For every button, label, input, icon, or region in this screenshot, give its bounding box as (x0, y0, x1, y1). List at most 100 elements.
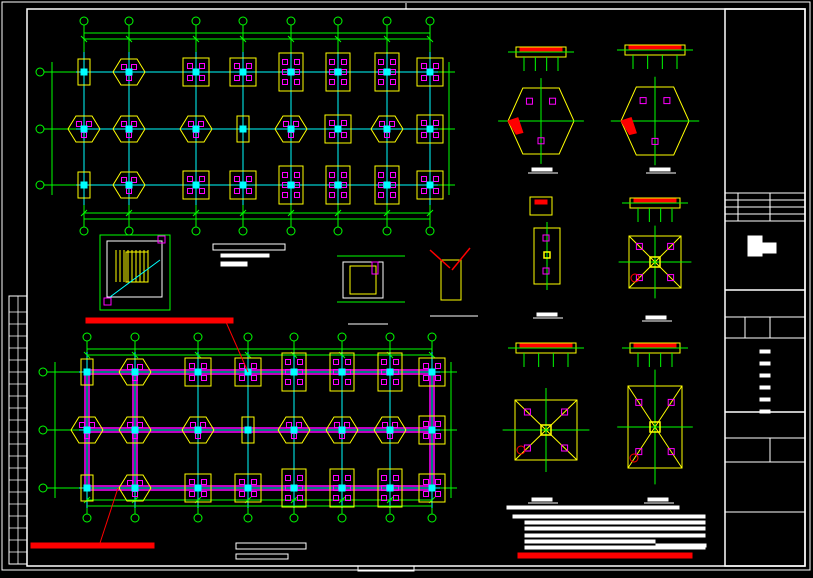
pile (333, 359, 339, 365)
pile (329, 79, 335, 85)
dim-tick (334, 35, 342, 43)
pile (542, 267, 550, 275)
pile (127, 422, 133, 428)
pile (201, 363, 207, 369)
pile (296, 422, 302, 428)
column (83, 426, 91, 434)
title-field (759, 373, 771, 378)
axis-bubble (193, 513, 203, 523)
pile (435, 491, 441, 497)
pile (423, 421, 429, 427)
pile (635, 274, 643, 282)
pile (297, 359, 303, 365)
pile (345, 475, 351, 481)
column (426, 68, 434, 76)
hex-footing (67, 115, 101, 143)
column (428, 368, 436, 376)
cap-top (519, 47, 563, 52)
hex-footing (179, 115, 213, 143)
column (194, 484, 202, 492)
axis-bubble (79, 16, 89, 26)
axis-bubble (130, 332, 140, 342)
rect-footing (374, 165, 400, 205)
dim-tick (290, 496, 298, 504)
axis-bubble (238, 226, 248, 236)
pile (127, 364, 133, 370)
pile (79, 422, 85, 428)
rect-footing (278, 165, 304, 205)
axis-bubble (337, 513, 347, 523)
cap-top (633, 198, 677, 203)
pile (435, 421, 441, 427)
pile (435, 375, 441, 381)
dim-tick (83, 351, 91, 359)
column (287, 125, 295, 133)
pile (639, 97, 647, 105)
column (80, 125, 88, 133)
pile (435, 363, 441, 369)
highlight-bar (85, 317, 234, 324)
axis-bubble (35, 67, 45, 77)
pile (344, 422, 350, 428)
dim-tick (80, 209, 88, 217)
axis-bubble (193, 332, 203, 342)
detail-caption (536, 312, 558, 317)
pile (329, 192, 335, 198)
pile-rebar (451, 247, 471, 271)
pile (297, 379, 303, 385)
pile (121, 64, 127, 70)
dim-tick (125, 209, 133, 217)
axis-bubble (289, 332, 299, 342)
pile (76, 121, 82, 127)
hatch (516, 445, 526, 455)
pile (537, 137, 545, 145)
note-line (524, 539, 656, 544)
pile (345, 495, 351, 501)
middle-details (99, 234, 478, 325)
pile (187, 176, 193, 182)
title-field (759, 385, 771, 390)
bottom-tab (357, 565, 415, 572)
square-footing (418, 473, 446, 503)
column (334, 68, 342, 76)
pile (201, 491, 207, 497)
axis-bubble (38, 483, 48, 493)
pile (297, 495, 303, 501)
pile (329, 132, 335, 138)
dim-tick (194, 351, 202, 359)
column (290, 484, 298, 492)
pile (390, 172, 396, 178)
column (290, 426, 298, 434)
detail-caption (531, 497, 553, 502)
hex-footing (373, 416, 407, 444)
pile (635, 448, 643, 456)
column (125, 68, 133, 76)
note-line (512, 514, 706, 519)
pile (667, 398, 675, 406)
foundation-plan-bottom (30, 317, 457, 560)
pile (435, 479, 441, 485)
pile (651, 137, 659, 145)
column (543, 251, 551, 259)
pile (246, 176, 252, 182)
column (383, 125, 391, 133)
notes-block (357, 505, 707, 572)
column (386, 368, 394, 376)
pile (423, 491, 429, 497)
column (334, 181, 342, 189)
plan-caption (235, 542, 307, 550)
square-footing (324, 114, 352, 144)
cap-elevation (529, 196, 553, 216)
pile (667, 242, 675, 250)
pile (201, 479, 207, 485)
pile (345, 379, 351, 385)
column (239, 125, 247, 133)
detail-caption (645, 315, 667, 320)
hatch (507, 117, 524, 135)
leader-line (99, 487, 119, 544)
note-line (524, 526, 706, 531)
column (131, 426, 139, 434)
pile (239, 491, 245, 497)
section-detail (342, 261, 384, 299)
